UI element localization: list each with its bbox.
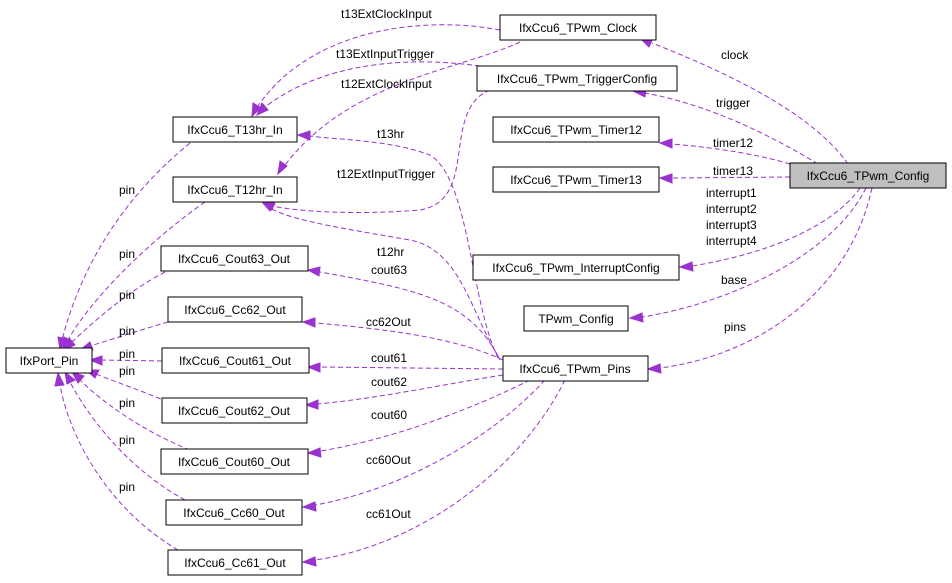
node-label: IfxCcu6_TPwm_InterruptConfig bbox=[492, 261, 659, 275]
edge-label-pin-4: pin bbox=[119, 324, 135, 338]
edge-label-clock: clock bbox=[721, 48, 749, 62]
node-label: IfxCcu6_Cout60_Out bbox=[178, 455, 291, 469]
edge-label-pin-9: pin bbox=[119, 480, 135, 494]
edge-cc60Out bbox=[301, 379, 546, 512]
edge-label-interrupt3: interrupt3 bbox=[706, 218, 757, 232]
edge-label-pin-5: pin bbox=[119, 347, 135, 361]
edge-label-pin-7: pin bbox=[119, 396, 135, 410]
edge-cc61Out bbox=[301, 379, 566, 567]
node-label: IfxCcu6_TPwm_Timer12 bbox=[510, 123, 642, 137]
edge-cout60 bbox=[306, 379, 531, 458]
node-label: IfxCcu6_Cc61_Out bbox=[184, 556, 286, 570]
edge-label-t12hr: t12hr bbox=[377, 245, 404, 259]
node-t13hr-in[interactable]: IfxCcu6_T13hr_In bbox=[172, 116, 298, 143]
node-label: IfxCcu6_TPwm_Pins bbox=[519, 362, 630, 376]
node-tpwm-pins[interactable]: IfxCcu6_TPwm_Pins bbox=[502, 355, 649, 382]
edge-label-cc62Out: cc62Out bbox=[366, 315, 411, 329]
edge-cout62 bbox=[304, 374, 504, 410]
edge-label-t12ExtClockInput: t12ExtClockInput bbox=[341, 77, 432, 91]
node-tpwm-base-config[interactable]: TPwm_Config bbox=[523, 305, 629, 332]
node-label: IfxCcu6_TPwm_Timer13 bbox=[510, 173, 642, 187]
node-tpwm-config[interactable]: IfxCcu6_TPwm_Config bbox=[789, 162, 947, 189]
edge-label-base: base bbox=[721, 273, 747, 287]
node-tpwm-trigger-config[interactable]: IfxCcu6_TPwm_TriggerConfig bbox=[476, 65, 678, 92]
node-label: IfxPort_Pin bbox=[20, 354, 79, 368]
node-label: IfxCcu6_Cout62_Out bbox=[178, 404, 291, 418]
edge-label-pin-8: pin bbox=[119, 433, 135, 447]
edge-label-pins: pins bbox=[724, 320, 746, 334]
node-label: IfxCcu6_Cout61_Out bbox=[179, 354, 292, 368]
node-tpwm-timer12[interactable]: IfxCcu6_TPwm_Timer12 bbox=[492, 116, 660, 143]
edge-label-t12ExtInputTrigger: t12ExtInputTrigger bbox=[337, 167, 435, 181]
edge-label-t13ExtClockInput: t13ExtClockInput bbox=[341, 7, 432, 21]
edge-interrupt bbox=[678, 187, 861, 272]
edge-t13ExtClockInput bbox=[251, 24, 501, 118]
node-label: IfxCcu6_T12hr_In bbox=[187, 183, 282, 197]
edge-label-interrupt4: interrupt4 bbox=[706, 234, 757, 248]
edge-pin-cc60 bbox=[64, 370, 186, 501]
edge-label-timer12: timer12 bbox=[713, 136, 753, 150]
edge-cc62Out bbox=[301, 317, 504, 361]
edge-pin-cout63 bbox=[63, 271, 166, 351]
edge-t13ExtInputTrigger bbox=[256, 61, 481, 116]
edge-cout61 bbox=[306, 362, 504, 373]
edge-label-trigger: trigger bbox=[716, 96, 750, 110]
edge-label-cc61Out: cc61Out bbox=[366, 507, 411, 521]
edge-cout63 bbox=[306, 266, 501, 361]
node-label: IfxCcu6_TPwm_Config bbox=[807, 169, 930, 183]
node-label: TPwm_Config bbox=[538, 312, 613, 326]
edge-timer12 bbox=[658, 138, 791, 165]
edge-timer13 bbox=[658, 173, 791, 184]
node-cc61-out[interactable]: IfxCcu6_Cc61_Out bbox=[167, 549, 303, 576]
node-cout62-out[interactable]: IfxCcu6_Cout62_Out bbox=[161, 397, 308, 424]
edge-label-interrupt1: interrupt1 bbox=[706, 186, 757, 200]
edge-label-t13hr: t13hr bbox=[377, 127, 404, 141]
edge-label-interrupt2: interrupt2 bbox=[706, 202, 757, 216]
node-cout63-out[interactable]: IfxCcu6_Cout63_Out bbox=[160, 245, 309, 272]
edge-pin-cc61 bbox=[54, 371, 179, 551]
node-cc60-out[interactable]: IfxCcu6_Cc60_Out bbox=[165, 499, 303, 526]
node-label: IfxCcu6_TPwm_TriggerConfig bbox=[497, 72, 657, 86]
node-tpwm-interrupt-config[interactable]: IfxCcu6_TPwm_InterruptConfig bbox=[472, 254, 680, 281]
node-t12hr-in[interactable]: IfxCcu6_T12hr_In bbox=[172, 176, 298, 203]
node-label: IfxCcu6_T13hr_In bbox=[187, 123, 282, 137]
node-label: IfxCcu6_TPwm_Clock bbox=[519, 21, 638, 35]
node-label: IfxCcu6_Cc60_Out bbox=[183, 506, 285, 520]
edge-label-cc60Out: cc60Out bbox=[366, 453, 411, 467]
edge-label-pin-1: pin bbox=[119, 183, 135, 197]
node-tpwm-timer13[interactable]: IfxCcu6_TPwm_Timer13 bbox=[492, 166, 660, 193]
edge-label-cout63: cout63 bbox=[371, 263, 407, 277]
edge-label-pin-2: pin bbox=[119, 247, 135, 261]
edge-t12ExtClockInput bbox=[277, 41, 521, 176]
node-cc62-out[interactable]: IfxCcu6_Cc62_Out bbox=[167, 296, 303, 323]
edge-label-t13ExtInputTrigger: t13ExtInputTrigger bbox=[336, 47, 434, 61]
edge-t12hr bbox=[260, 201, 499, 357]
edge-pins bbox=[646, 187, 873, 374]
edge-label-pin-6: pin bbox=[119, 364, 135, 378]
edge-label-cout60: cout60 bbox=[371, 408, 407, 422]
edge-pin-cout60 bbox=[70, 371, 191, 451]
edge-label-timer13: timer13 bbox=[713, 164, 753, 178]
edge-label-pin-3: pin bbox=[119, 288, 135, 302]
edge-t13hr bbox=[296, 130, 499, 359]
edge-label-cout61: cout61 bbox=[371, 351, 407, 365]
node-tpwm-clock[interactable]: IfxCcu6_TPwm_Clock bbox=[499, 14, 657, 41]
node-label: IfxCcu6_Cout63_Out bbox=[178, 252, 291, 266]
node-label: IfxCcu6_Cc62_Out bbox=[184, 303, 286, 317]
node-port-pin[interactable]: IfxPort_Pin bbox=[5, 347, 93, 374]
edge-base bbox=[628, 187, 867, 323]
node-cout61-out[interactable]: IfxCcu6_Cout61_Out bbox=[161, 347, 310, 374]
edge-label-cout62: cout62 bbox=[371, 375, 407, 389]
node-cout60-out[interactable]: IfxCcu6_Cout60_Out bbox=[160, 448, 309, 475]
edge-pin-cout61 bbox=[88, 355, 163, 366]
